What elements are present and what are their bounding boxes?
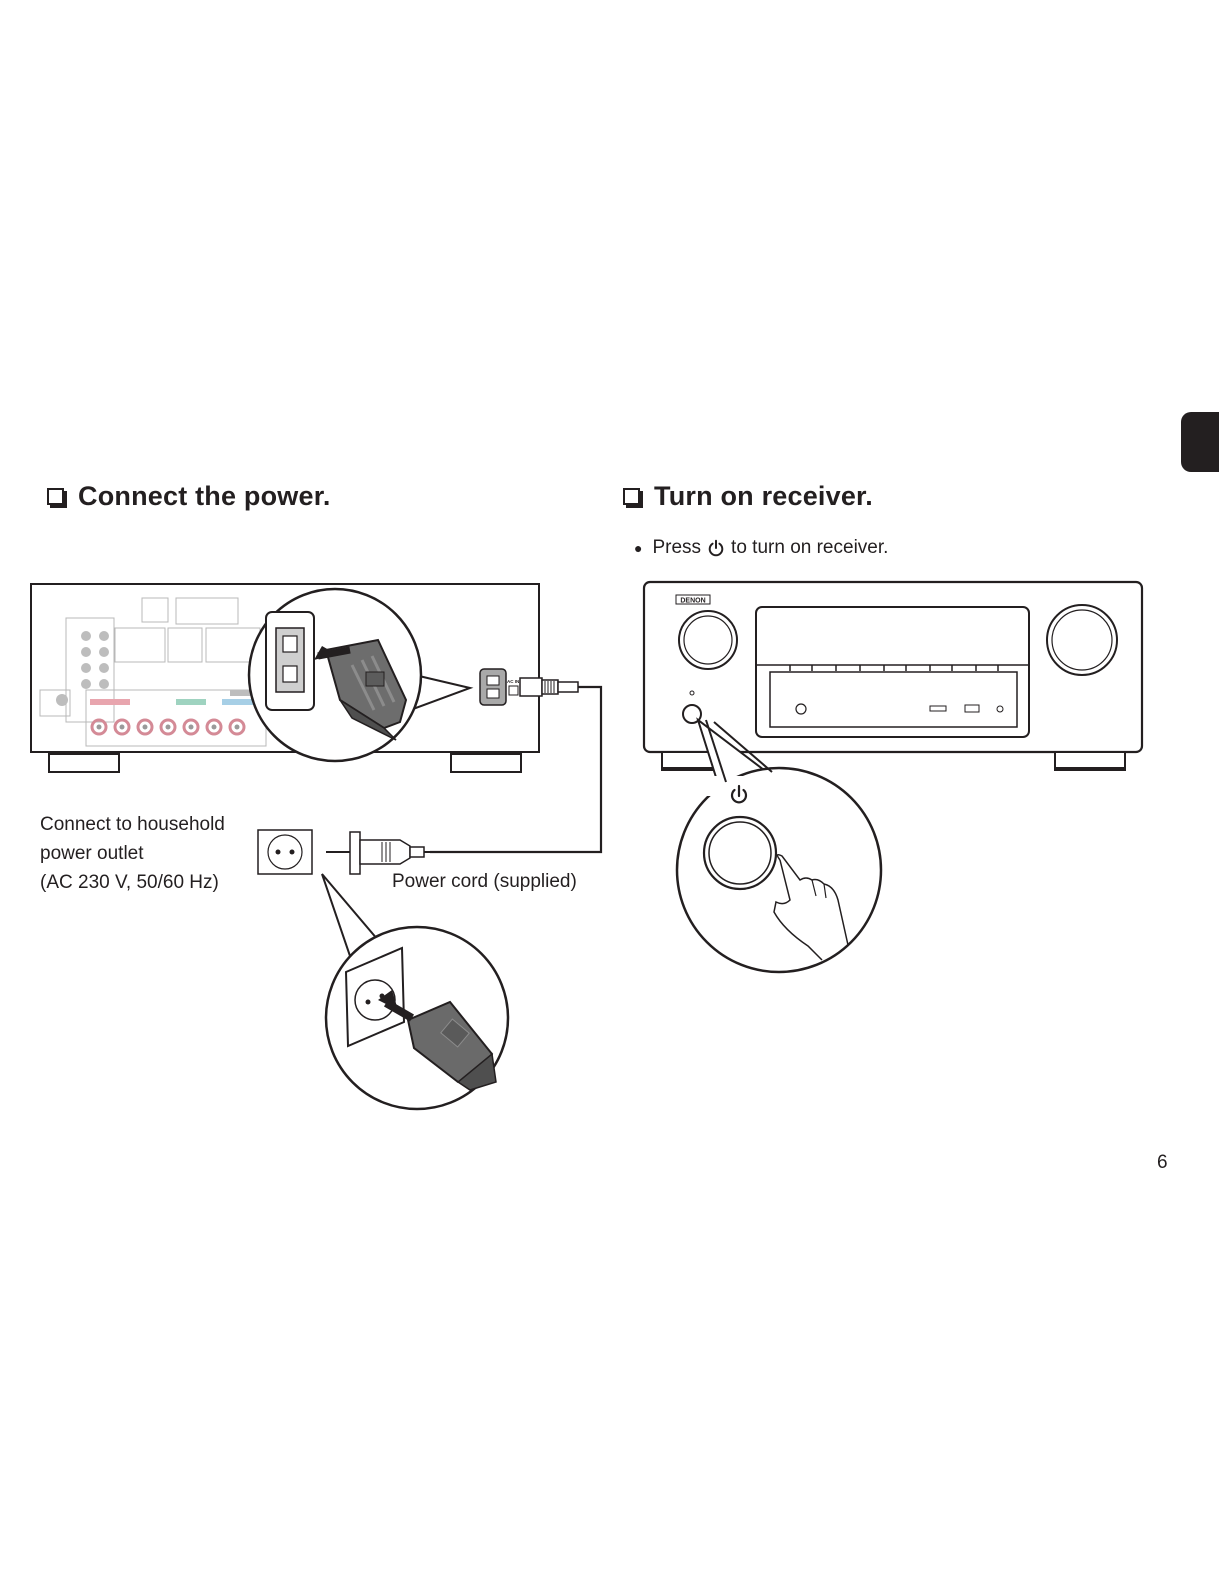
page-number: 6 (1157, 1152, 1168, 1174)
ac-in-label: AC IN (507, 679, 519, 684)
power-cord-label: Power cord (supplied) (392, 867, 577, 896)
outlet-label-line1: Connect to household (40, 810, 280, 839)
outlet-label-line3: (AC 230 V, 50/60 Hz) (40, 868, 280, 897)
brand-logo: DENON (680, 598, 705, 605)
outlet-label: Connect to household power outlet (AC 23… (40, 810, 280, 897)
outlet-label-line2: power outlet (40, 839, 280, 868)
zoom-callout-outlet (322, 874, 508, 1109)
